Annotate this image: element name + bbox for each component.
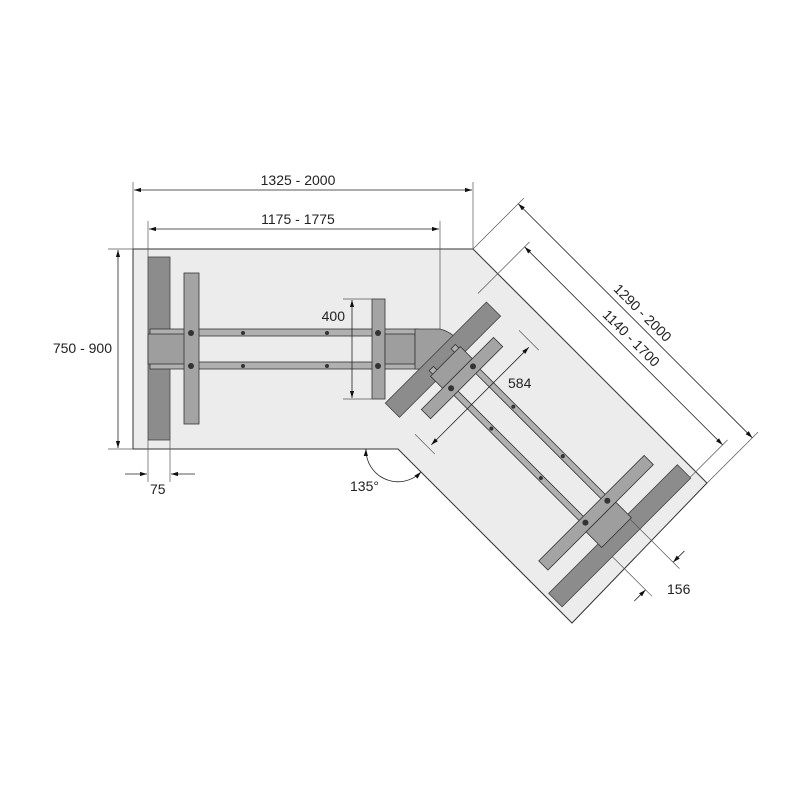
dim-1175-1775: 1175 - 1775 (261, 211, 335, 227)
dim-line-1140-1700 (524, 246, 723, 446)
tabletop (132, 248, 708, 624)
dim-584: 584 (508, 375, 532, 391)
left-end-plate (147, 333, 187, 365)
angled-end-plate (585, 501, 632, 548)
dim-line-156 (633, 589, 646, 602)
dim-angle-135: 135° (350, 478, 379, 494)
dim-1325-2000: 1325 - 2000 (261, 172, 336, 188)
dim-75: 75 (150, 481, 166, 497)
dim-750-900: 750 - 900 (53, 340, 112, 356)
left-inner-plate (384, 333, 416, 365)
dim-line-584 (430, 347, 530, 446)
left-crossbar-inner (371, 298, 386, 400)
dim-400: 400 (322, 308, 346, 324)
dim-156: 156 (667, 581, 691, 597)
left-crossbar-outer (183, 272, 200, 425)
angle-arc (363, 448, 422, 483)
